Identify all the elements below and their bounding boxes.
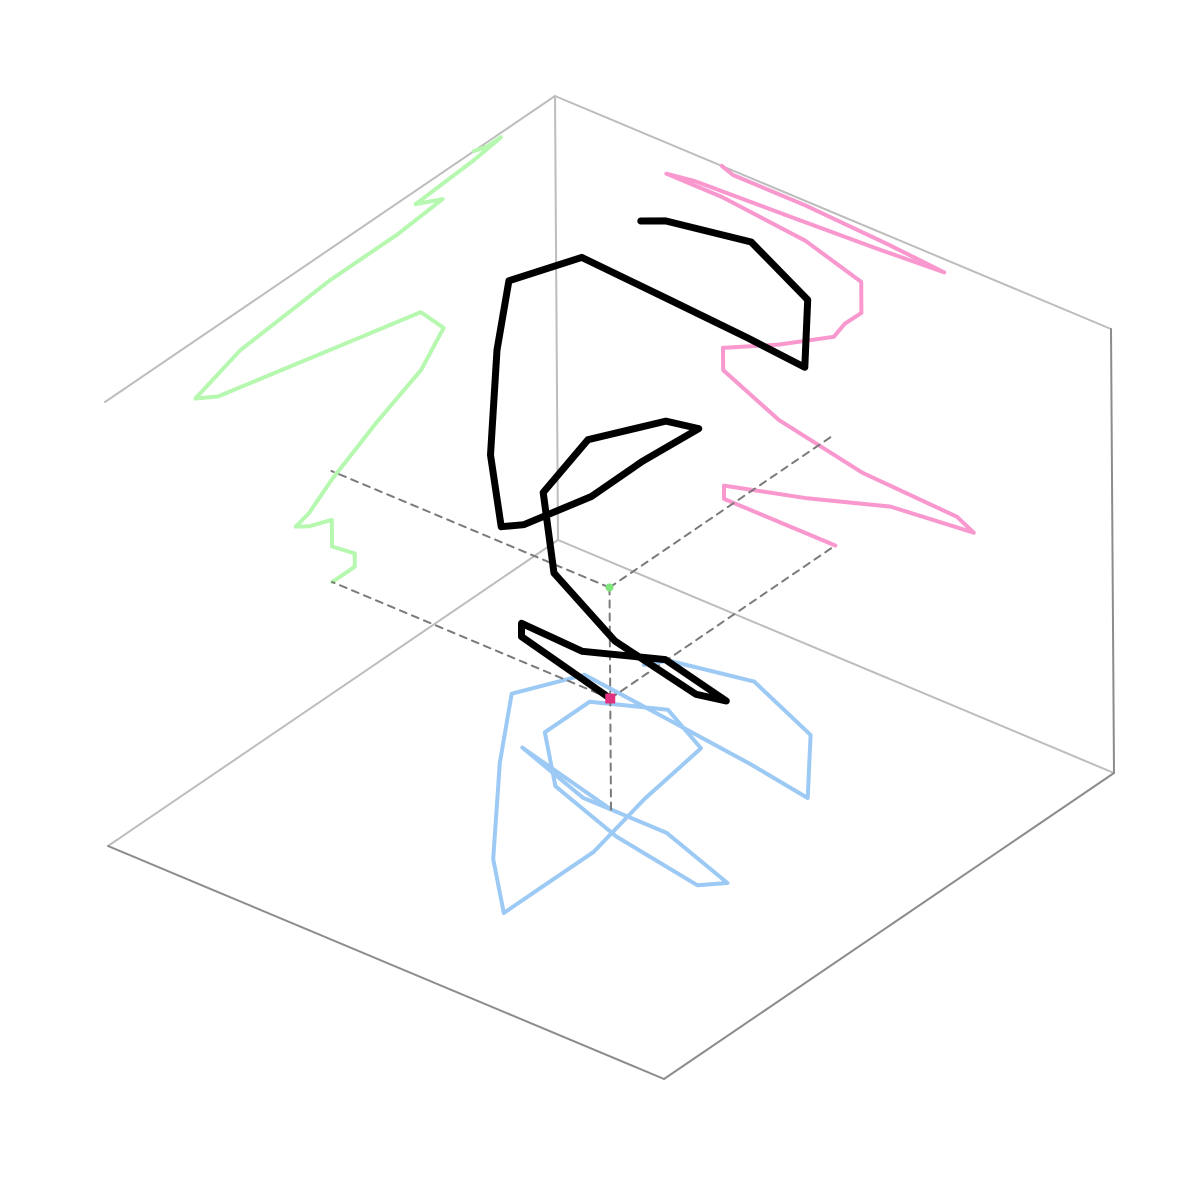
box-edge-right-vertical	[1110, 328, 1115, 774]
center-point-marker	[605, 583, 614, 592]
projection-curve-left-wall	[664, 163, 976, 548]
box-edge-back-top-left	[104, 95, 556, 403]
box-edge-floor-front-right	[663, 772, 1115, 1080]
guide-center-vertical	[608, 586, 612, 700]
markers	[605, 583, 616, 704]
main-curve-line	[487, 217, 812, 705]
back-box-edges	[104, 95, 1115, 847]
projection-curve-floor	[491, 658, 813, 915]
box-edge-back-top-right	[554, 95, 1112, 330]
main-curve-group	[487, 217, 812, 705]
guide-center-to-right-wall	[330, 470, 611, 589]
guide-center-to-left-wall	[608, 433, 836, 589]
box-edge-floor-right	[557, 539, 1115, 774]
guide-lines	[330, 433, 837, 811]
box-edge-back-vertical	[554, 95, 559, 541]
start-point-marker	[605, 693, 616, 704]
box-edge-floor-left	[107, 539, 559, 847]
projection-curves	[193, 135, 976, 915]
box-edge-floor-front-left	[107, 845, 665, 1080]
guide-start-to-right-wall	[331, 581, 612, 700]
projection-curve-right-wall	[193, 135, 503, 584]
guide-start-to-left-wall	[609, 544, 837, 700]
guide-start-to-floor	[609, 697, 612, 811]
front-box-edges	[107, 328, 1115, 1080]
